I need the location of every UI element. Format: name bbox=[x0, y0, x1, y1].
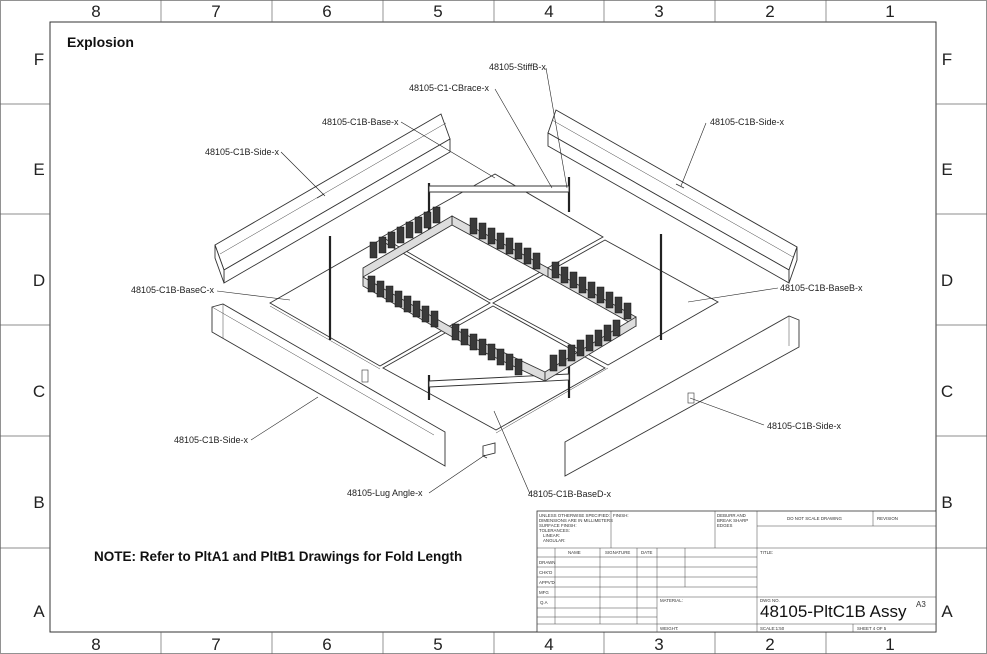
zone-row-label: F bbox=[942, 50, 952, 69]
zone-col-label: 4 bbox=[544, 2, 553, 21]
zone-col-label: 6 bbox=[322, 635, 331, 654]
deburr-note: EDGES bbox=[717, 523, 732, 528]
block-row-bottom bbox=[451, 319, 621, 376]
zone-col-label: 1 bbox=[885, 635, 894, 654]
general-notes-line: UNLESS OTHERWISE SPECIFIED: bbox=[539, 513, 610, 518]
material-label: MATERIAL: bbox=[660, 598, 683, 603]
dwg-no-label: DWG NO. bbox=[760, 598, 780, 603]
callout-c1-cbrace: 48105-C1-CBrace-x bbox=[409, 83, 490, 93]
zone-row-label: A bbox=[33, 602, 45, 621]
zone-row-label: C bbox=[33, 382, 45, 401]
general-notes-line: DIMENSIONS ARE IN MILLIMETERS bbox=[539, 518, 613, 523]
side-panel-lower-right bbox=[564, 315, 800, 477]
title-block: UNLESS OTHERWISE SPECIFIED: DIMENSIONS A… bbox=[536, 510, 937, 633]
zone-col-label: 2 bbox=[765, 635, 774, 654]
side-panel-upper-right bbox=[547, 109, 798, 284]
zone-row-label: C bbox=[941, 382, 953, 401]
exploded-assembly: 48105-StiffB-x 48105-C1-CBrace-x 48105-C… bbox=[131, 62, 863, 499]
callout-c1b-baseb: 48105-C1B-BaseB-x bbox=[780, 283, 863, 293]
column-labels-top: 8 7 6 5 4 3 2 1 bbox=[91, 2, 894, 21]
zone-col-label: 3 bbox=[654, 635, 663, 654]
callout-c1b-side-upper-left: 48105-C1B-Side-x bbox=[205, 147, 280, 157]
inner-border bbox=[49, 21, 937, 633]
zone-col-label: 4 bbox=[544, 635, 553, 654]
callout-c1b-side-upper-right: 48105-C1B-Side-x bbox=[710, 117, 785, 127]
col-header-date: DATE bbox=[641, 550, 652, 555]
zone-row-label: E bbox=[33, 160, 44, 179]
zone-col-label: 8 bbox=[91, 2, 100, 21]
title-label: TITLE: bbox=[760, 550, 773, 555]
block-loop bbox=[362, 206, 637, 382]
sheet-number: SHEET 4 OF 5 bbox=[857, 626, 887, 631]
zone-row-label: E bbox=[941, 160, 952, 179]
zone-row-label: A bbox=[941, 602, 953, 621]
do-not-scale: DO NOT SCALE DRAWING bbox=[787, 516, 842, 521]
general-notes-line: SURFACE FINISH: bbox=[539, 523, 577, 528]
callout-c1b-side-lower-right: 48105-C1B-Side-x bbox=[767, 421, 842, 431]
col-header-signature: SIGNATURE bbox=[605, 550, 630, 555]
zone-col-label: 5 bbox=[433, 635, 442, 654]
row-label-qa: Q.A bbox=[540, 600, 548, 605]
row-label-checked: CHK'D bbox=[539, 570, 552, 575]
zone-row-label: F bbox=[34, 50, 44, 69]
sheet-size: A3 bbox=[916, 600, 926, 609]
callout-c1b-base: 48105-C1B-Base-x bbox=[322, 117, 399, 127]
block-row-top bbox=[369, 206, 541, 270]
zone-row-label: D bbox=[33, 271, 45, 290]
side-panel-upper-left bbox=[214, 113, 451, 284]
row-label-approved: APPV'D bbox=[539, 580, 555, 585]
row-label-mfg: MFG bbox=[539, 590, 549, 595]
zone-col-label: 1 bbox=[885, 2, 894, 21]
zone-col-label: 2 bbox=[765, 2, 774, 21]
deburr-note: BREAK SHARP bbox=[717, 518, 748, 523]
zone-row-label: B bbox=[941, 493, 952, 512]
leader-lines bbox=[216, 67, 779, 495]
block-row-right bbox=[551, 261, 632, 320]
callout-c1b-based: 48105-C1B-BaseD-x bbox=[528, 489, 612, 499]
cross-braces bbox=[428, 185, 570, 388]
general-notes-line: TOLERANCES: bbox=[539, 528, 570, 533]
zone-col-label: 3 bbox=[654, 2, 663, 21]
finish-label: FINISH: bbox=[613, 513, 629, 518]
lug-angle-part bbox=[482, 442, 496, 459]
zone-col-label: 7 bbox=[211, 2, 220, 21]
zone-col-label: 7 bbox=[211, 635, 220, 654]
side-panel-lower-left bbox=[211, 303, 446, 467]
column-labels-bottom: 8 7 6 5 4 3 2 1 bbox=[91, 635, 894, 654]
zone-col-label: 8 bbox=[91, 635, 100, 654]
callout-c1b-side-lower-left: 48105-C1B-Side-x bbox=[174, 435, 249, 445]
row-labels-right: F E D C B A bbox=[941, 50, 953, 621]
block-row-left bbox=[367, 275, 439, 328]
row-label-drawn: DRAWN bbox=[539, 560, 555, 565]
zone-col-label: 6 bbox=[322, 2, 331, 21]
zone-row-label: B bbox=[33, 493, 44, 512]
col-header-name: NAME bbox=[568, 550, 581, 555]
revision-label: REVISION bbox=[877, 516, 898, 521]
deburr-note: DEBURR AND bbox=[717, 513, 746, 518]
callout-stiffb: 48105-StiffB-x bbox=[489, 62, 546, 72]
scale-value: SCALE:1:50 bbox=[760, 626, 785, 631]
general-notes-line: ANGULAR: bbox=[543, 538, 565, 543]
zone-col-label: 5 bbox=[433, 2, 442, 21]
fold-length-note: NOTE: Refer to PltA1 and PltB1 Drawings … bbox=[94, 549, 462, 564]
weight-label: WEIGHT: bbox=[660, 626, 678, 631]
view-title: Explosion bbox=[67, 34, 134, 50]
callout-lug-angle: 48105-Lug Angle-x bbox=[347, 488, 423, 498]
zone-row-label: D bbox=[941, 271, 953, 290]
general-notes-line: LINEAR: bbox=[543, 533, 560, 538]
row-labels-left: F E D C B A bbox=[33, 50, 45, 621]
drawing-number: 48105-PltC1B Assy bbox=[760, 602, 907, 621]
callout-c1b-basec: 48105-C1B-BaseC-x bbox=[131, 285, 215, 295]
